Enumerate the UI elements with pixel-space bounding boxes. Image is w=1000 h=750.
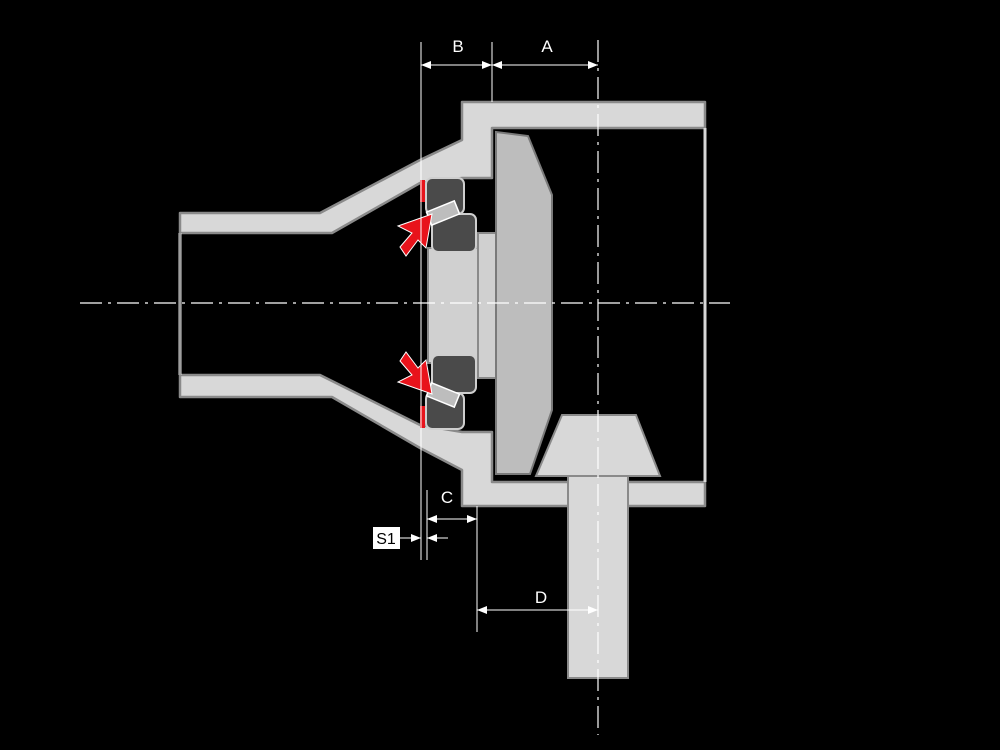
dimension-a-arrow-left xyxy=(492,61,502,69)
dimension-s1-label: S1 xyxy=(376,531,396,548)
dimension-c-arrow-left xyxy=(427,515,437,523)
dimension-d-label: D xyxy=(535,588,547,607)
upper-force-arrow xyxy=(396,213,433,257)
dimension-a-arrow-right xyxy=(588,61,598,69)
dimension-s1-label-box xyxy=(373,527,400,549)
ring-gear xyxy=(534,414,662,477)
dimension-c-label: C xyxy=(441,488,453,507)
dimension-b-label: B xyxy=(452,37,463,56)
upper-bearing xyxy=(420,177,477,253)
lower-bearing xyxy=(420,354,477,430)
dimension-d-arrow-left xyxy=(477,606,487,614)
dimension-d-arrow-right xyxy=(588,606,598,614)
dimension-s1-arrow-left xyxy=(411,534,421,542)
dimension-s1-arrow-right xyxy=(427,534,437,542)
dimension-c-arrow-right xyxy=(467,515,477,523)
dimension-b-arrow-right xyxy=(482,61,492,69)
dimension-b-arrow-left xyxy=(421,61,431,69)
dimension-a-label: A xyxy=(541,37,553,56)
upper-bearing-shim xyxy=(420,180,425,202)
lower-force-arrow xyxy=(396,351,433,395)
pinion-shaft xyxy=(427,247,479,364)
lower-bearing-shim xyxy=(420,406,425,428)
